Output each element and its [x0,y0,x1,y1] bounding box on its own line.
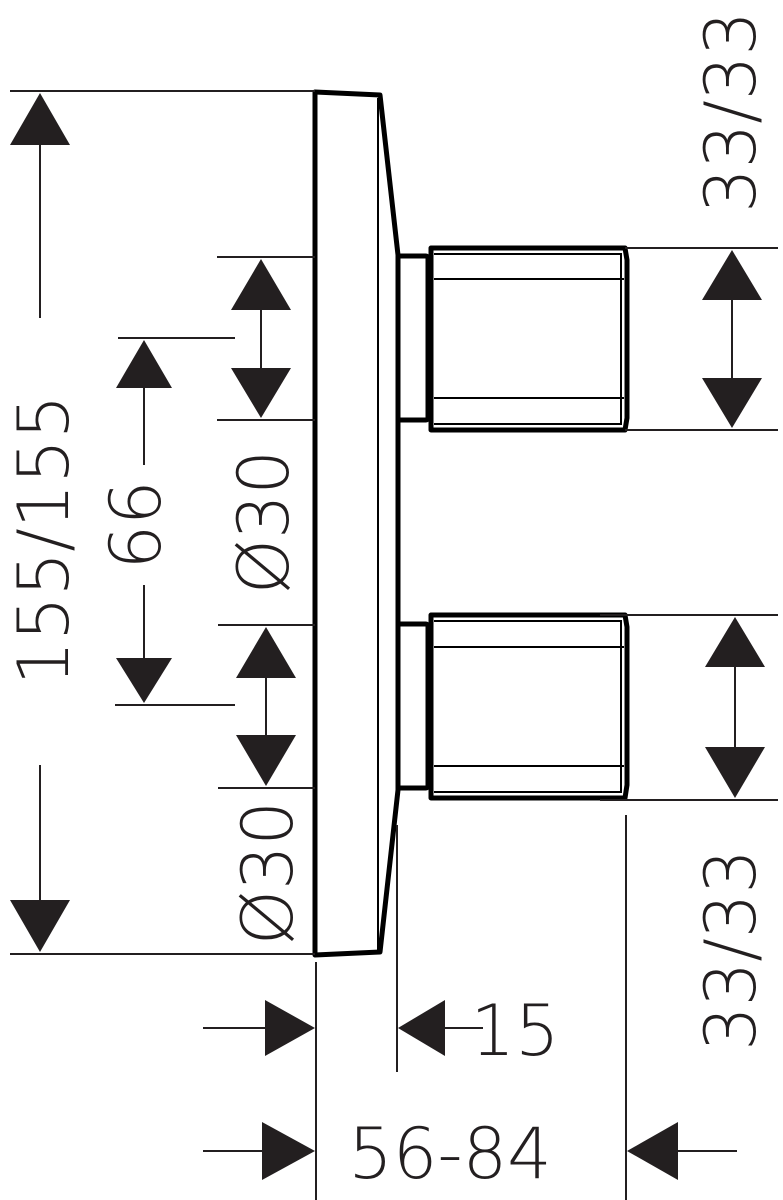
upper-diameter-label: Ø30 [223,450,305,594]
lower-handle [395,612,630,801]
arrow-up-icon [705,617,765,667]
dimension-upper-diameter: Ø30 [217,256,315,594]
arrow-left-icon [627,1122,678,1180]
lower-offset-label: 33/33 [690,849,772,1051]
arrow-up-icon [116,340,172,388]
arrow-down-icon [702,378,762,428]
dimension-plate-depth: 15 [203,825,560,1200]
arrow-up-icon [236,627,296,678]
overall-height-label: 155/155 [3,395,85,686]
arrow-down-icon [705,747,765,798]
upper-offset-label: 33/33 [690,11,772,213]
arrow-right-icon [265,1000,315,1056]
arrow-down-icon [116,658,172,703]
upper-handle [395,245,630,433]
dimension-handle-spacing: 66 [95,337,235,706]
plate-depth-label: 15 [470,990,559,1072]
lower-diameter-label: Ø30 [227,801,309,945]
dimension-lower-diameter: Ø30 [218,624,315,945]
dimension-lower-offset: 33/33 [600,614,778,1051]
escutcheon-plate [312,89,401,958]
dimension-projection: 56-84 [203,815,737,1200]
arrow-down-icon [236,735,296,786]
arrow-up-icon [702,250,762,300]
projection-label: 56-84 [348,1113,551,1195]
handle-spacing-label: 66 [95,480,177,569]
arrow-up-icon [231,259,291,310]
arrow-down-icon [231,368,291,418]
arrow-down-icon [10,900,70,952]
arrow-up-icon [10,93,70,145]
dimension-overall-height: 155/155 [3,90,315,955]
arrow-left-icon [398,1000,445,1056]
arrow-right-icon [262,1122,315,1180]
dimension-upper-offset: 33/33 [625,11,778,431]
